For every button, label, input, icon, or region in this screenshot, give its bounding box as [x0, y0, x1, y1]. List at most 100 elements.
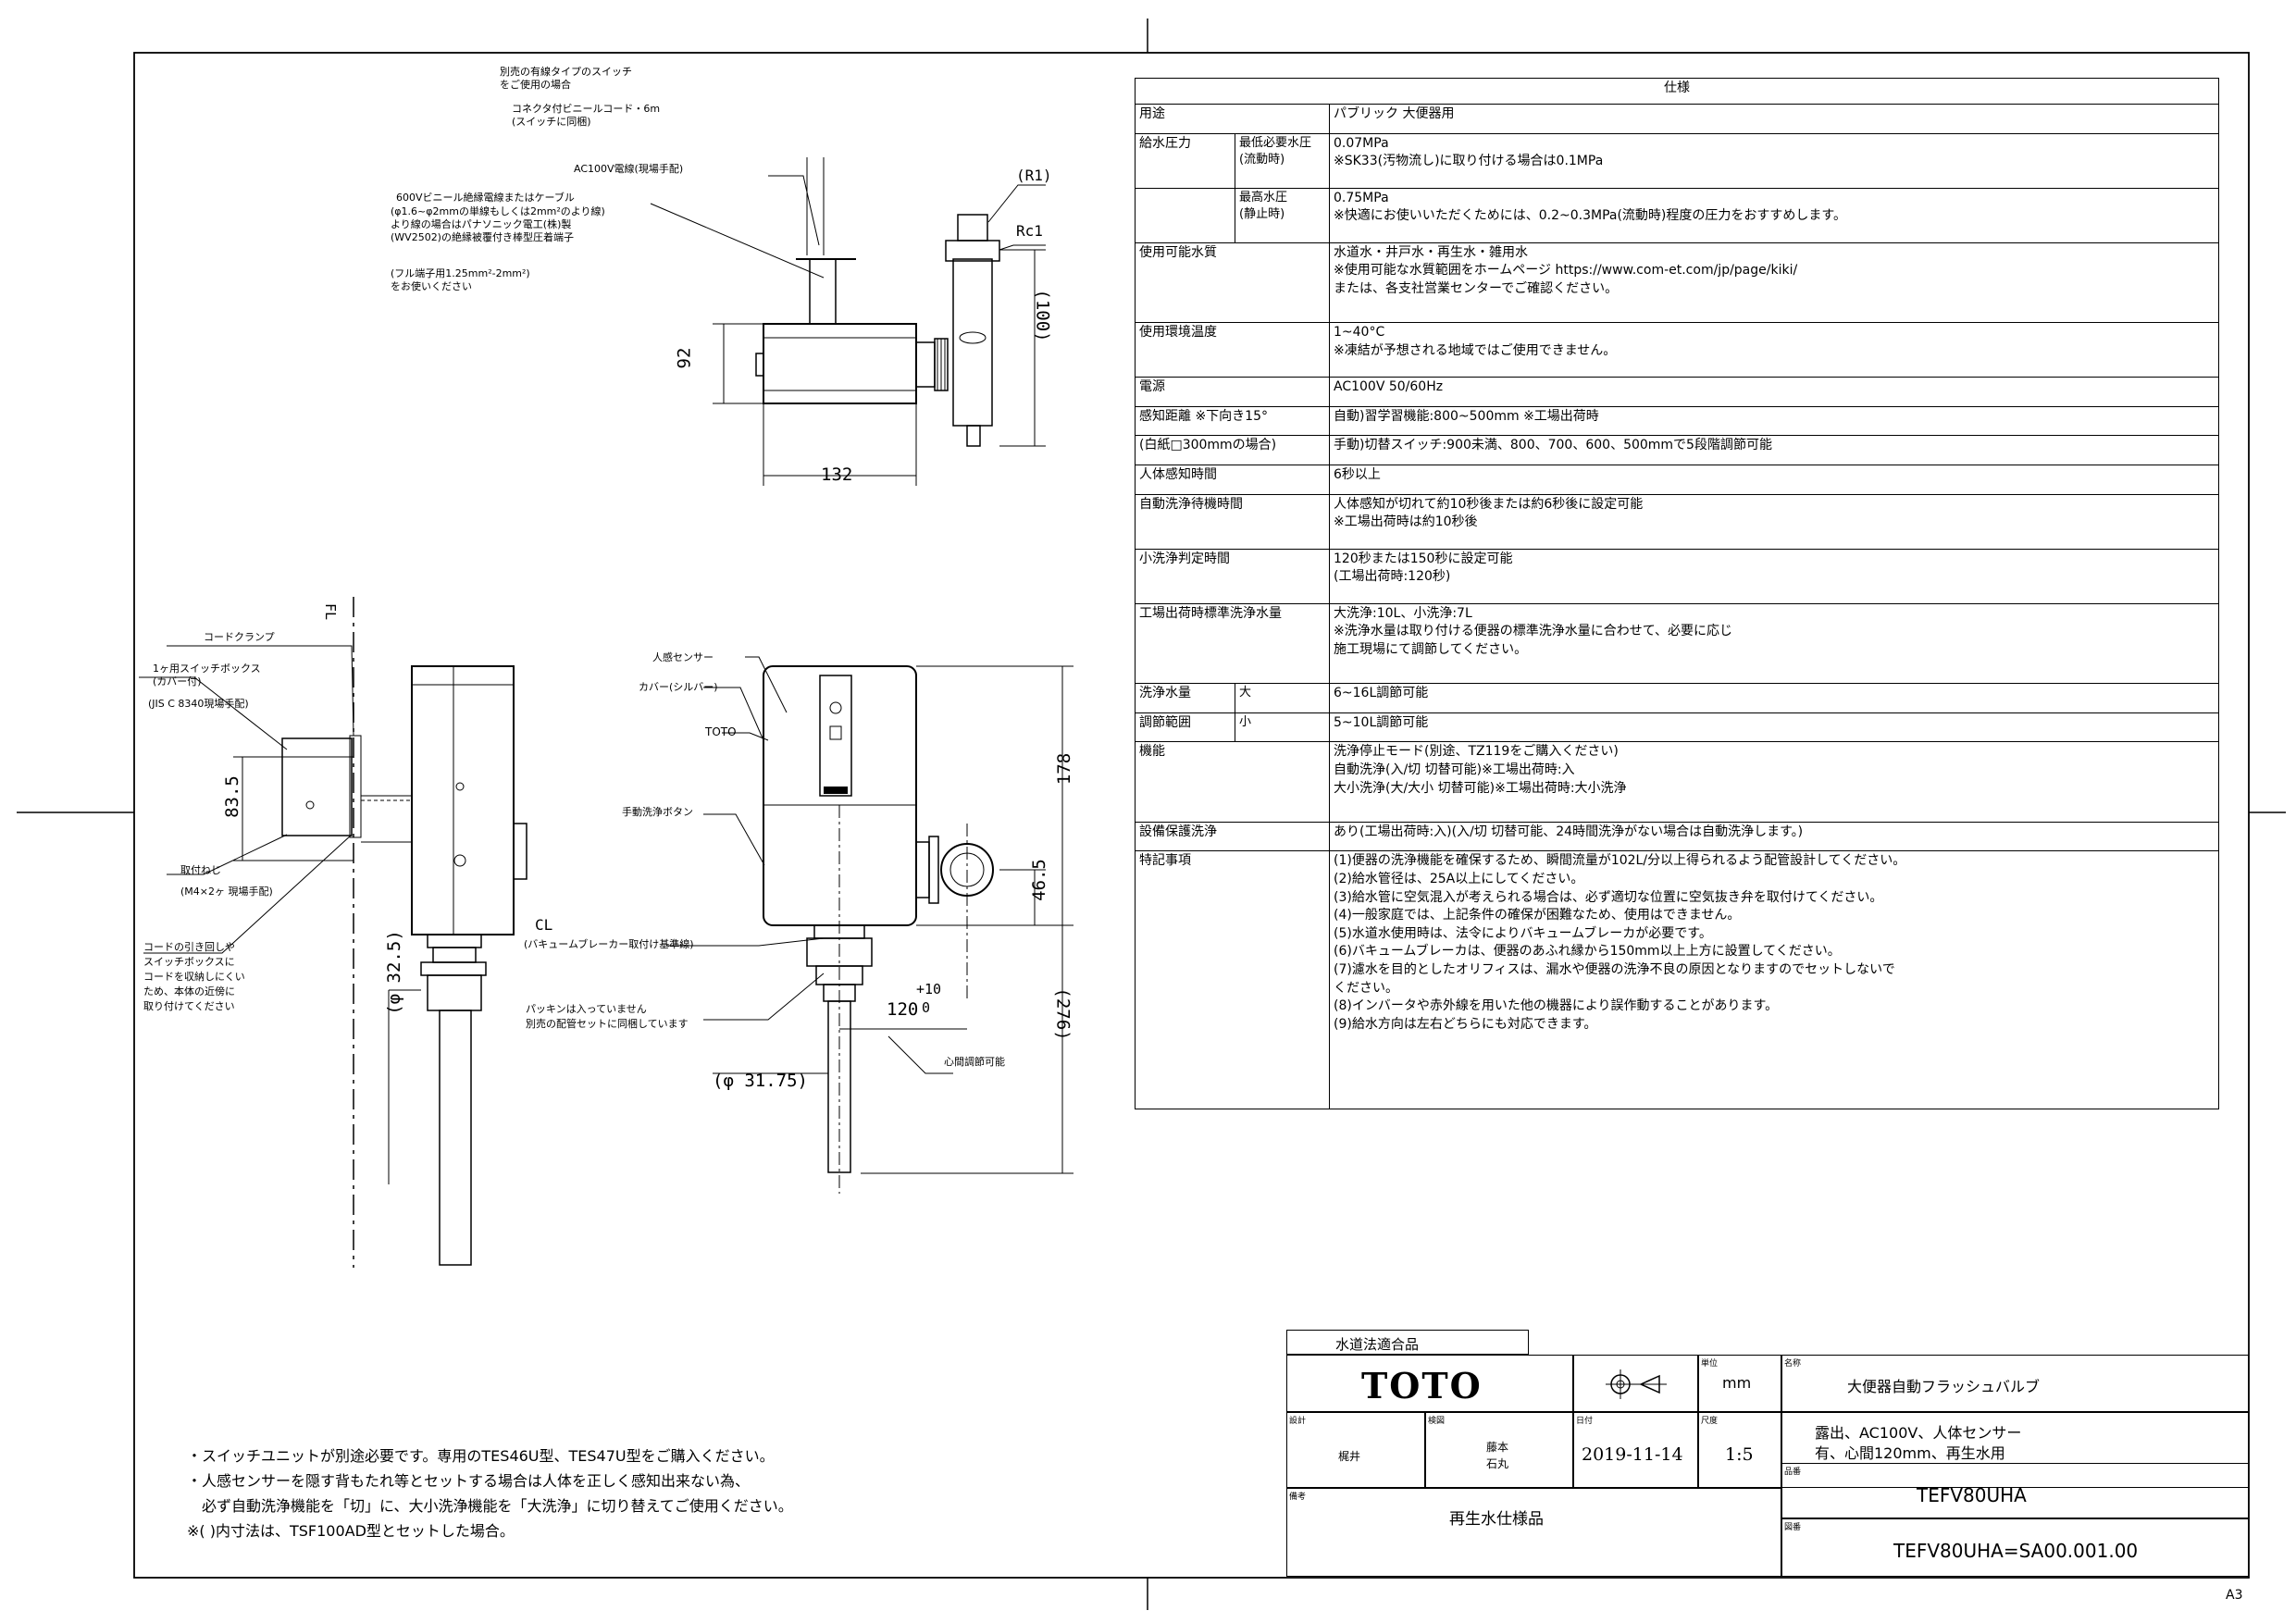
spec-row-value: あり(工場出荷時:入)(入/切 切替可能、24時間洗浄がない場合は自動洗浄します…: [1329, 821, 2219, 852]
callout-manual-button: 手動洗浄ボタン: [622, 806, 693, 818]
spec-row: 特記事項(1)便器の洗浄機能を確保するため、瞬間流量が102L/分以上得られるよ…: [1135, 850, 2219, 1109]
cert-cell: 水道法適合品: [1286, 1330, 1529, 1355]
callout-cord-note-1: コードの引き回しや: [143, 941, 235, 953]
unit-cell: 単位 mm: [1698, 1355, 1781, 1412]
callout-cl-note: (バキュームブレーカー取付け基準線): [524, 938, 694, 950]
spec-row-label: [1135, 187, 1235, 243]
name-cell-2: 露出、AC100V、人体センサー 有、心間120mm、再生水用: [1781, 1412, 2249, 1488]
dim-top-height: 92: [674, 347, 695, 369]
callout-packing-1: パッキンは入っていません: [526, 1003, 647, 1015]
callout-cord-2: (スイッチに同梱): [512, 116, 591, 128]
callout-cable-3: より線の場合はパナソニック電工(株)製: [391, 218, 572, 230]
spec-row-value: 水道水・井戸水・再生水・雑用水※使用可能な水質範囲をホームページ https:/…: [1329, 242, 2219, 324]
name-cell-1: 名称 大便器自動フラッシュバルブ: [1781, 1355, 2249, 1412]
spec-value-line: (6)バキュームブレーカは、便器のあふれ縁から150mm以上上方に設置してくださ…: [1334, 944, 1841, 960]
callout-cord-note-3: コードを収納しにくい: [143, 971, 245, 983]
dim-front-pipe-dia: (φ 31.75): [713, 1071, 808, 1091]
spec-row-label: 使用可能水質: [1135, 242, 1330, 324]
spec-value-line: 大洗浄:10L、小洗浄:7L: [1334, 605, 1472, 621]
callout-packing-2: 別売の配管セットに同梱しています: [526, 1018, 689, 1030]
spec-row-sublabel: 大: [1235, 683, 1330, 713]
projection-symbol-icon: [1606, 1369, 1667, 1399]
top-view-drawing: [650, 157, 1046, 486]
spec-value-line: ※SK33(汚物流し)に取り付ける場合は0.1MPa: [1334, 154, 1604, 169]
unit-value: mm: [1722, 1374, 1752, 1392]
date-value: 2019-11-14: [1582, 1444, 1683, 1465]
spec-row-label: 電源: [1135, 377, 1330, 407]
spec-value-line: ※工場出荷時は約10秒後: [1334, 514, 1478, 530]
spec-row: 機能洗浄停止モード(別途、TZ119をご購入ください)自動洗浄(入/切 切替可能…: [1135, 741, 2219, 823]
spec-value-line: (1)便器の洗浄機能を確保するため、瞬間流量が102L/分以上得られるよう配管設…: [1334, 853, 1906, 869]
design-label: 設計: [1289, 1417, 1307, 1426]
spec-value-line: ※使用可能な水質範囲をホームページ https://www.com-et.com…: [1334, 263, 1798, 279]
spec-value-line: (3)給水管に空気混入が考えられる場合は、必ず適切な位置に空気抜き弁を取付けてく…: [1334, 889, 1883, 905]
spec-row-value: 0.75MPa※快適にお使いいただくためには、0.2~0.3MPa(流動時)程度…: [1329, 187, 2219, 243]
scale-cell: 尺度 1:5: [1698, 1412, 1781, 1488]
spec-row-label: 洗浄水量: [1135, 683, 1235, 713]
callout-cord-1: コネクタ付ビニールコード・6m: [512, 103, 661, 115]
spec-value-line: 大小洗浄(大/大小 切替可能)※工場出荷時:大小洗浄: [1334, 780, 1627, 796]
spec-row: 感知距離 ※下向き15°自動)習学習機能:800~500mm ※工場出荷時: [1135, 405, 2219, 437]
check-value-2: 石丸: [1486, 1457, 1509, 1470]
spec-row-value: (1)便器の洗浄機能を確保するため、瞬間流量が102L/分以上得られるよう配管設…: [1329, 850, 2219, 1109]
spec-row: 用途パブリック 大便器用: [1135, 104, 2219, 134]
spec-value-line: あり(工場出荷時:入)(入/切 切替可能、24時間洗浄がない場合は自動洗浄します…: [1334, 824, 1804, 839]
spec-row-value: パブリック 大便器用: [1329, 104, 2219, 134]
front-view-drawing: [666, 656, 1074, 1194]
check-label: 検図: [1428, 1417, 1446, 1426]
spec-value-line: 人体感知が切れて約10秒後または約6秒後に設定可能: [1334, 496, 1644, 512]
callout-cable-5: (フル端子用1.25mm²-2mm²): [391, 267, 530, 279]
spec-value-line: 自動洗浄(入/切 切替可能)※工場出荷時:入: [1334, 762, 1575, 777]
design-cell: 設計 梶井: [1286, 1412, 1425, 1488]
note-line: ・人感センサーを隠す背もたれ等とセットする場合は人体を正しく感知出来ない為、: [187, 1472, 751, 1490]
note-line: ・スイッチユニットが別途必要です。専用のTES46U型、TES47U型をご購入く…: [187, 1447, 775, 1465]
dim-top-width: 132: [821, 465, 853, 485]
spec-value-line: 手動)切替スイッチ:900未満、800、700、600、500mmで5段階調節可…: [1334, 438, 1772, 453]
callout-screw-2: (M4×2ヶ 現場手配): [180, 886, 273, 898]
spec-row: (白紙□300mmの場合)手動)切替スイッチ:900未満、800、700、600…: [1135, 435, 2219, 465]
spec-table: 仕様 用途パブリック 大便器用給水圧力最低必要水圧 (流動時)0.07MPa※S…: [1135, 78, 2219, 1109]
spec-value-line: 洗浄停止モード(別途、TZ119をご購入ください): [1334, 744, 1619, 760]
spec-value-line: AC100V 50/60Hz: [1334, 379, 1444, 395]
callout-cl: CL: [535, 916, 553, 934]
spec-row-value: 人体感知が切れて約10秒後または約6秒後に設定可能 ※工場出荷時は約10秒後: [1329, 493, 2219, 550]
spec-row-value: 120秒または150秒に設定可能(工場出荷時:120秒): [1329, 548, 2219, 604]
remark-cell: 備考 再生水仕様品: [1286, 1488, 1781, 1577]
spec-row-label: 感知距離 ※下向き15°: [1135, 405, 1330, 437]
callout-toto: TOTO: [705, 725, 737, 738]
spec-row: 最高水圧 (静止時)0.75MPa※快適にお使いいただくためには、0.2~0.3…: [1135, 187, 2219, 243]
spec-value-line: 120秒または150秒に設定可能: [1334, 551, 1513, 566]
spec-row: 自動洗浄待機時間人体感知が切れて約10秒後または約6秒後に設定可能 ※工場出荷時は…: [1135, 493, 2219, 550]
spec-row: 洗浄水量大 6~16L調節可能: [1135, 683, 2219, 713]
model-label: 品番: [1784, 1468, 1802, 1477]
callout-cover: カバー(シルバー): [639, 681, 718, 693]
drawing-no-label: 図番: [1784, 1523, 1802, 1532]
spec-value-line: 自動)習学習機能:800~500mm ※工場出荷時: [1334, 408, 1599, 424]
spec-row-label: 給水圧力: [1135, 132, 1235, 189]
callout-cable-6: をお使いください: [391, 280, 472, 292]
projection-symbol-cell: [1573, 1355, 1698, 1412]
spec-value-line: (5)水道水使用時は、法令によりバキュームブレーカが必要です。: [1334, 925, 1712, 941]
spec-row-label: 小洗浄判定時間: [1135, 548, 1330, 604]
note-line: 必ず自動洗浄機能を「切」に、大小洗浄機能を「大洗浄」に切り替えてご使用ください。: [187, 1497, 793, 1515]
spec-row-value: 6秒以上: [1329, 464, 2219, 495]
check-value-1: 藤本: [1486, 1441, 1509, 1454]
date-cell: 日付 2019-11-14: [1573, 1412, 1698, 1488]
cert-label: 水道法適合品: [1335, 1336, 1420, 1353]
spec-row-value: 1~40°C※凍結が予想される地域ではご使用できません。: [1329, 322, 2219, 378]
spec-value-line: 6秒以上: [1334, 466, 1381, 482]
name-line-3: 有、心間120mm、再生水用: [1815, 1444, 2005, 1462]
callout-screw-1: 取付ねじ: [180, 864, 221, 876]
spec-row-label: 人体感知時間: [1135, 464, 1330, 495]
spec-row-label: 自動洗浄待機時間: [1135, 493, 1330, 550]
spec-value-line: 6~16L調節可能: [1334, 686, 1429, 701]
spec-value-line: ※洗浄水量は取り付ける便器の標準洗浄水量に合わせて、必要に応じ: [1334, 624, 1733, 639]
callout-center-adjust: 心間調節可能: [944, 1056, 1005, 1068]
side-view-drawing: [139, 597, 527, 1268]
callout-cable-2: (φ1.6~φ2mmの単線もしくは2mm²のより線): [391, 205, 605, 217]
model-value: TEFV80UHA: [1917, 1484, 2027, 1506]
spec-row-sublabel: 最高水圧 (静止時): [1235, 187, 1330, 243]
callout-r1: (R1): [1016, 167, 1052, 184]
